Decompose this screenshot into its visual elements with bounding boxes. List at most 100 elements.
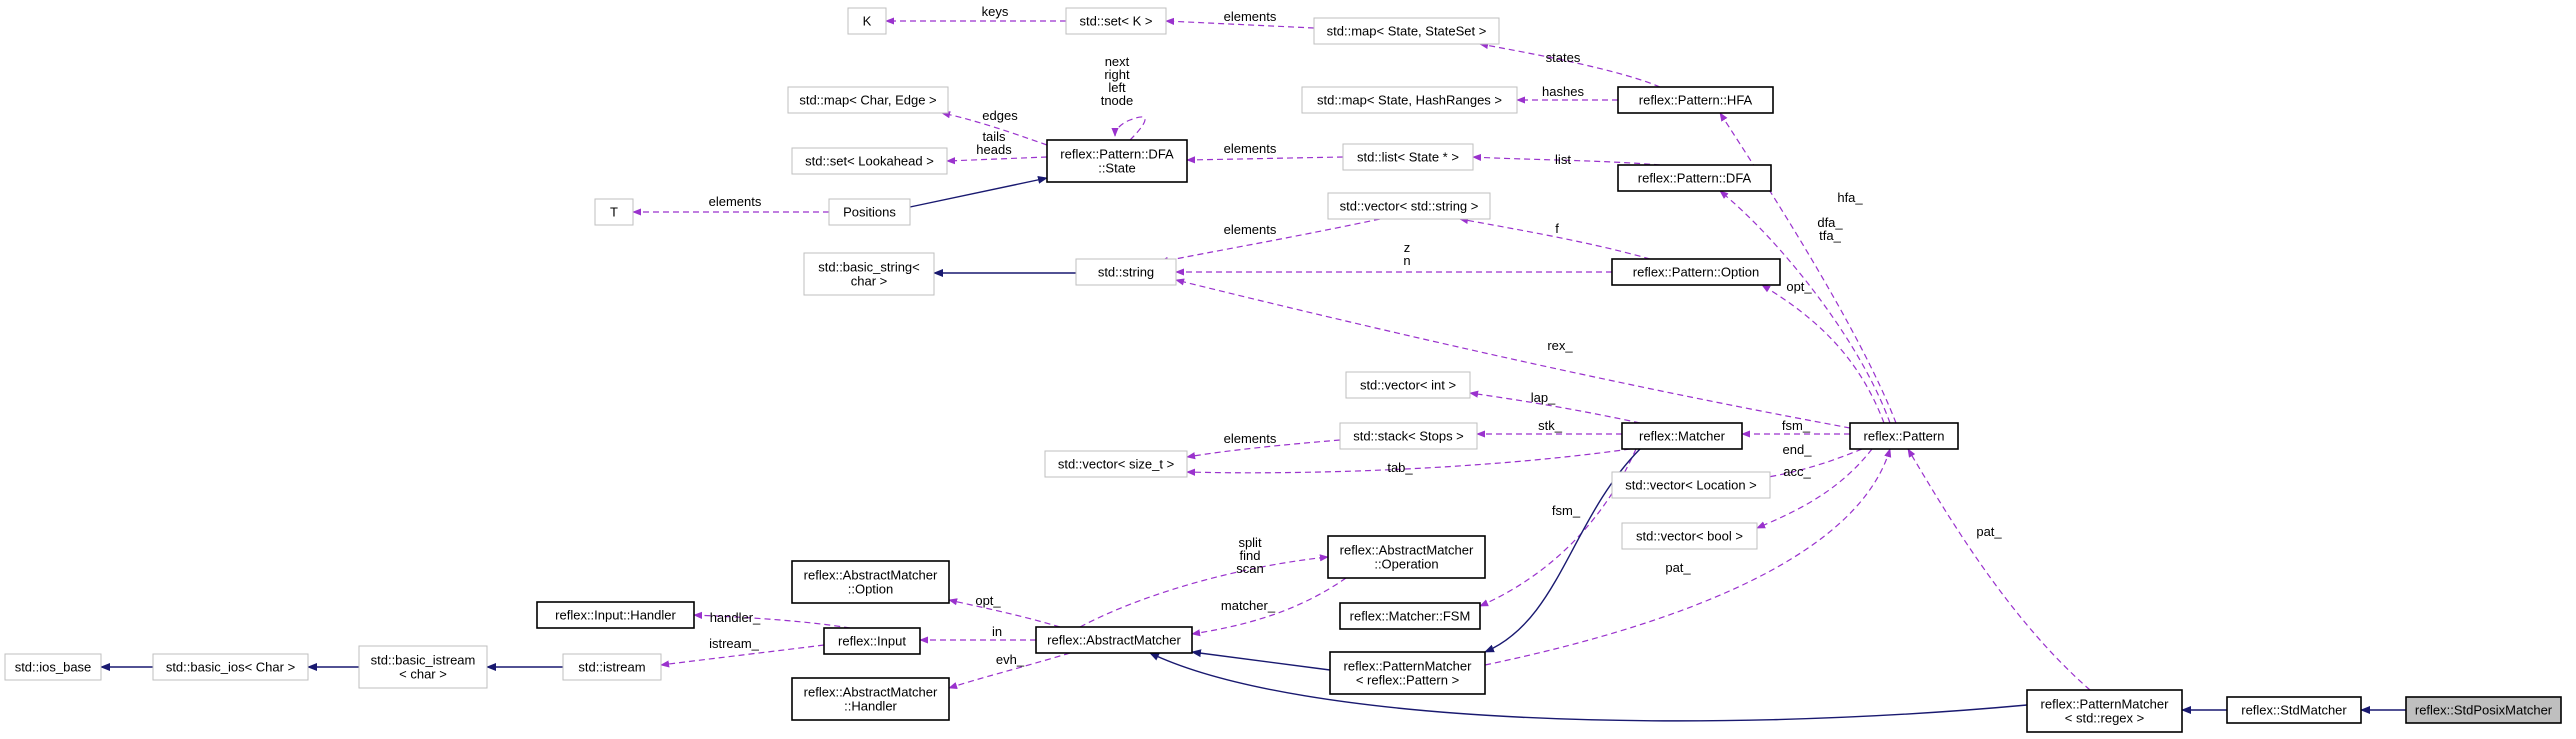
class-node-map-state-stateset[interactable]: std::map< State, StateSet > [1313,17,1500,45]
edge-label: matcher_ [1221,598,1276,613]
node-box [1046,139,1188,183]
node-label: std::map< State, HashRanges > [1317,93,1502,108]
edge-label: right [1104,67,1130,82]
node-label: < std::regex > [2065,711,2145,726]
node-label: reflex::PatternMatcher [1344,659,1473,674]
edge-label: opt_ [975,593,1001,608]
class-node-pm-pattern[interactable]: reflex::PatternMatcher< reflex::Pattern … [1329,651,1486,695]
node-label: K [863,14,872,29]
node-box [791,677,950,721]
edge-stack_stops-to-vector_size_t [1186,439,1341,460]
class-node-stack-stops[interactable]: std::stack< Stops > [1339,422,1478,450]
class-node-map-char-edge[interactable]: std::map< Char, Edge > [787,86,949,114]
edge-label: elements [1224,141,1277,156]
edge-label: rex_ [1547,338,1573,353]
class-node-am-option[interactable]: reflex::AbstractMatcher::Option [791,560,950,604]
class-node-input[interactable]: reflex::Input [823,627,921,655]
node-label: reflex::AbstractMatcher [804,568,938,583]
class-node-am-operation[interactable]: reflex::AbstractMatcher::Operation [1327,535,1486,579]
class-node-pm-regex[interactable]: reflex::PatternMatcher< std::regex > [2026,689,2183,733]
class-node-vector-string[interactable]: std::vector< std::string > [1327,192,1491,220]
class-node-dfa-state[interactable]: reflex::Pattern::DFA::State [1046,139,1188,183]
edge-input-to-istream [660,644,825,668]
class-node-positions[interactable]: Positions [828,198,911,226]
node-label: std::ios_base [15,660,92,675]
edge-label: n [1403,253,1410,268]
node-label: std::set< Lookahead > [805,154,934,169]
edge-pattern_option-to-vector_string [1459,216,1651,260]
node-box [803,252,935,296]
node-label: reflex::StdPosixMatcher [2415,703,2553,718]
node-box [823,627,921,655]
node-box [1313,17,1500,45]
class-node-std-matcher[interactable]: reflex::StdMatcher [2226,696,2362,724]
edge-abstract_matcher-to-am_operation [1079,554,1329,628]
node-box [1617,86,1774,114]
node-label: T [610,205,618,220]
class-node-input-handler[interactable]: reflex::Input::Handler [536,601,695,629]
node-label: reflex::Pattern::DFA [1638,171,1752,186]
class-node-pattern[interactable]: reflex::Pattern [1849,422,1959,450]
class-node-vector-location[interactable]: std::vector< Location > [1611,471,1771,499]
edge-label: tails [982,129,1006,144]
edge-label: left [1108,80,1126,95]
class-node-pattern-option[interactable]: reflex::Pattern::Option [1611,258,1781,286]
node-label: std::map< State, StateSet > [1327,24,1487,39]
node-label: std::stack< Stops > [1353,429,1464,444]
class-node-pattern-dfa[interactable]: reflex::Pattern::DFA [1617,164,1772,192]
edge-label: evh_ [996,652,1025,667]
edge-label: stk_ [1538,418,1563,433]
edge-label: find [1240,548,1261,563]
edge-pattern-to-vector_location [1761,448,1863,481]
class-node-basic-istream[interactable]: std::basic_istream< char > [358,645,488,689]
node-box [787,86,949,114]
node-label: reflex::AbstractMatcher [804,685,938,700]
class-node-K[interactable]: K [847,7,887,35]
class-node-std-posix-matcher[interactable]: reflex::StdPosixMatcher [2405,696,2562,724]
class-node-std-string[interactable]: std::string [1075,258,1177,286]
edge-label: lap_ [1531,390,1556,405]
class-node-map-state-hashranges[interactable]: std::map< State, HashRanges > [1301,86,1518,114]
edge-label: tnode [1101,93,1134,108]
class-node-set-lookahead[interactable]: std::set< Lookahead > [791,147,948,175]
class-node-vector-size-t[interactable]: std::vector< size_t > [1044,450,1188,478]
node-label: std::istream [578,660,645,675]
edge-dfa_state-to-map_char_edge [941,111,1048,146]
edge-label: scan [1236,561,1263,576]
class-node-ios-base[interactable]: std::ios_base [4,653,102,681]
class-node-vector-bool[interactable]: std::vector< bool > [1621,522,1758,550]
edge-label: handler_ [710,610,761,625]
class-node-matcher[interactable]: reflex::Matcher [1621,422,1743,450]
edge-input-to-input_handler [693,611,851,629]
class-node-basic-ios[interactable]: std::basic_ios< Char > [152,653,309,681]
edge-matcher-to-vector_int [1469,390,1641,424]
node-label: < reflex::Pattern > [1356,673,1459,688]
class-node-matcher-fsm[interactable]: reflex::Matcher::FSM [1339,602,1481,630]
class-node-am-handler[interactable]: reflex::AbstractMatcher::Handler [791,677,950,721]
edge-positions-to-dfa_state [909,175,1048,208]
class-node-vector-int[interactable]: std::vector< int > [1345,371,1471,399]
node-label: ::Handler [844,699,897,714]
node-label: std::string [1098,265,1154,280]
node-box [1345,371,1471,399]
node-label: std::basic_string< [818,260,920,275]
edge-label: acc_ [1783,464,1811,479]
class-node-abstract-matcher[interactable]: reflex::AbstractMatcher [1035,626,1193,654]
edge-pattern-to-pattern_dfa [1719,190,1891,424]
class-node-pattern-hfa[interactable]: reflex::Pattern::HFA [1617,86,1774,114]
node-label: reflex::Matcher::FSM [1350,609,1471,624]
node-box [358,645,488,689]
edge-label: pat_ [1665,560,1691,575]
class-node-istream[interactable]: std::istream [562,653,662,681]
class-node-list-state[interactable]: std::list< State * > [1342,143,1474,171]
class-node-basic-string[interactable]: std::basic_string<char > [803,252,935,296]
edge-label: pat_ [1976,524,2002,539]
class-node-T[interactable]: T [594,198,634,226]
node-box [2226,696,2362,724]
class-node-set-k[interactable]: std::set< K > [1065,7,1167,35]
node-box [1327,192,1491,220]
node-label: reflex::Pattern::Option [1633,265,1759,280]
edges-layer [100,17,2406,722]
node-label: reflex::Pattern [1864,429,1945,444]
